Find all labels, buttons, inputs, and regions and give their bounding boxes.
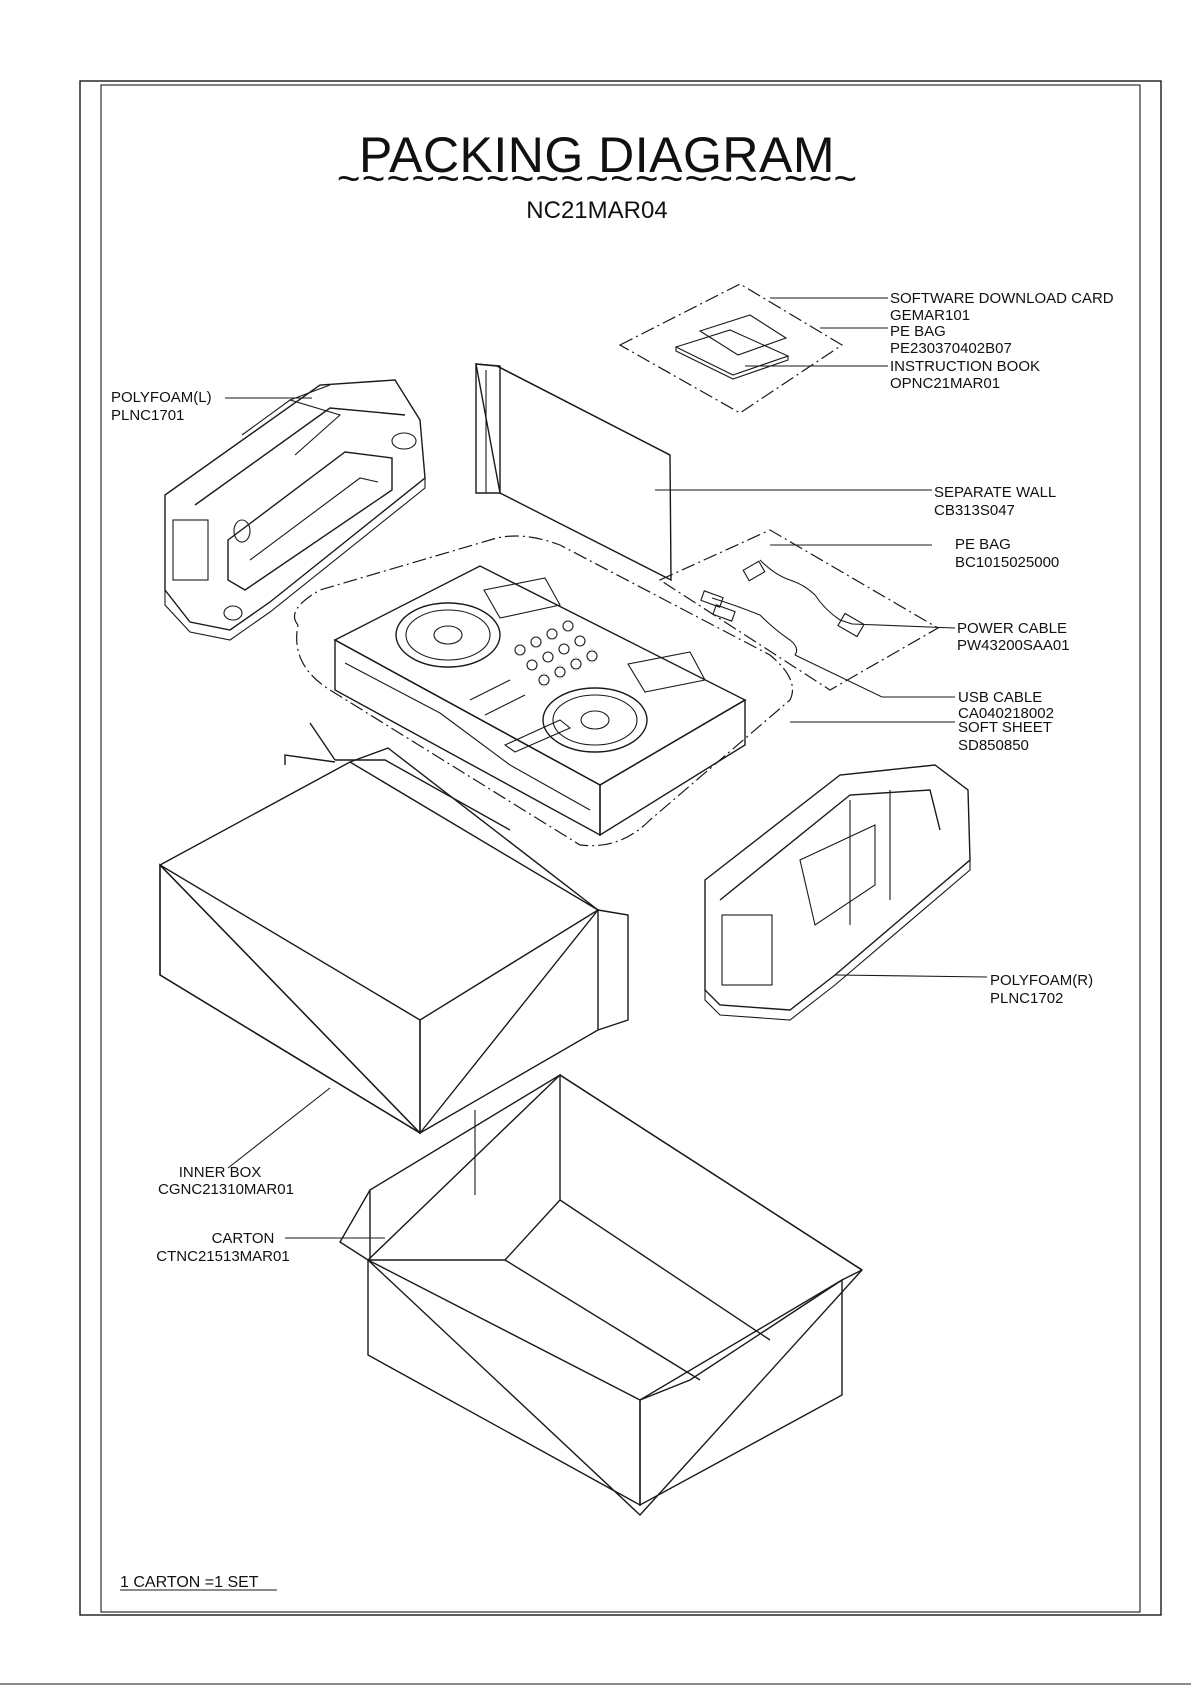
dj-controller-shape — [333, 565, 747, 837]
inner-box-shape — [158, 722, 629, 1135]
model-number: NC21MAR04 — [526, 197, 667, 224]
label-polyfoam-right: POLYFOAM(R) — [990, 972, 1093, 989]
label-usb-cable: USB CABLE — [958, 689, 1042, 706]
code-polyfoam-left: PLNC1701 — [111, 407, 184, 424]
label-soft-sheet: SOFT SHEET — [958, 719, 1052, 736]
inner-frame — [100, 84, 1141, 1613]
carton-shape — [339, 1073, 864, 1516]
footer-note: 1 CARTON =1 SET — [120, 1574, 259, 1591]
code-software-card: GEMAR101 — [890, 307, 970, 324]
label-power-cable: POWER CABLE — [957, 620, 1067, 637]
code-pe-bag-cables: BC1015025000 — [955, 554, 1059, 571]
label-pe-bag-cables: PE BAG — [955, 536, 1011, 553]
polyfoam-right-shape — [704, 764, 971, 1021]
label-instruction-book: INSTRUCTION BOOK — [890, 358, 1040, 375]
label-pe-bag-top: PE BAG — [890, 323, 946, 340]
title-underline: ~~~~~~~~~~~~~~~~~~~~~ — [337, 157, 857, 201]
software-card-shape — [698, 314, 788, 356]
separate-wall-shape — [475, 363, 672, 582]
outer-frame — [79, 80, 1162, 1616]
instruction-book-shape — [674, 329, 790, 376]
code-instruction-book: OPNC21MAR01 — [890, 375, 1000, 392]
pe-bag-cables-outline — [658, 529, 940, 691]
code-pe-bag-top: PE230370402B07 — [890, 340, 1012, 357]
cable-bag-group — [658, 529, 940, 691]
code-soft-sheet: SD850850 — [958, 737, 1029, 754]
label-inner-box: INNER BOX — [179, 1164, 262, 1181]
code-power-cable: PW43200SAA01 — [957, 637, 1070, 654]
label-separate-wall: SEPARATE WALL — [934, 484, 1056, 501]
polyfoam-left-shape — [164, 379, 426, 641]
leader-lines — [225, 297, 988, 1239]
code-carton: CTNC21513MAR01 — [156, 1248, 289, 1265]
pe-bag-top-outline — [618, 283, 844, 414]
label-polyfoam-left: POLYFOAM(L) — [111, 389, 212, 406]
code-usb-cable: CA040218002 — [958, 705, 1054, 722]
label-software-card: SOFTWARE DOWNLOAD CARD — [890, 290, 1114, 307]
soft-sheet-outline — [293, 535, 794, 847]
callout-labels: SOFTWARE DOWNLOAD CARD GEMAR101 PE BAG P… — [111, 290, 1114, 1265]
code-polyfoam-right: PLNC1702 — [990, 990, 1063, 1007]
page-title: PACKING DIAGRAM — [359, 127, 835, 183]
usb-cable-shape — [711, 597, 798, 656]
label-carton: CARTON — [212, 1230, 275, 1247]
code-inner-box: CGNC21310MAR01 — [158, 1181, 294, 1198]
accessory-docs-group — [618, 283, 844, 414]
code-separate-wall: CB313S047 — [934, 502, 1015, 519]
power-cable-shape — [759, 559, 853, 625]
